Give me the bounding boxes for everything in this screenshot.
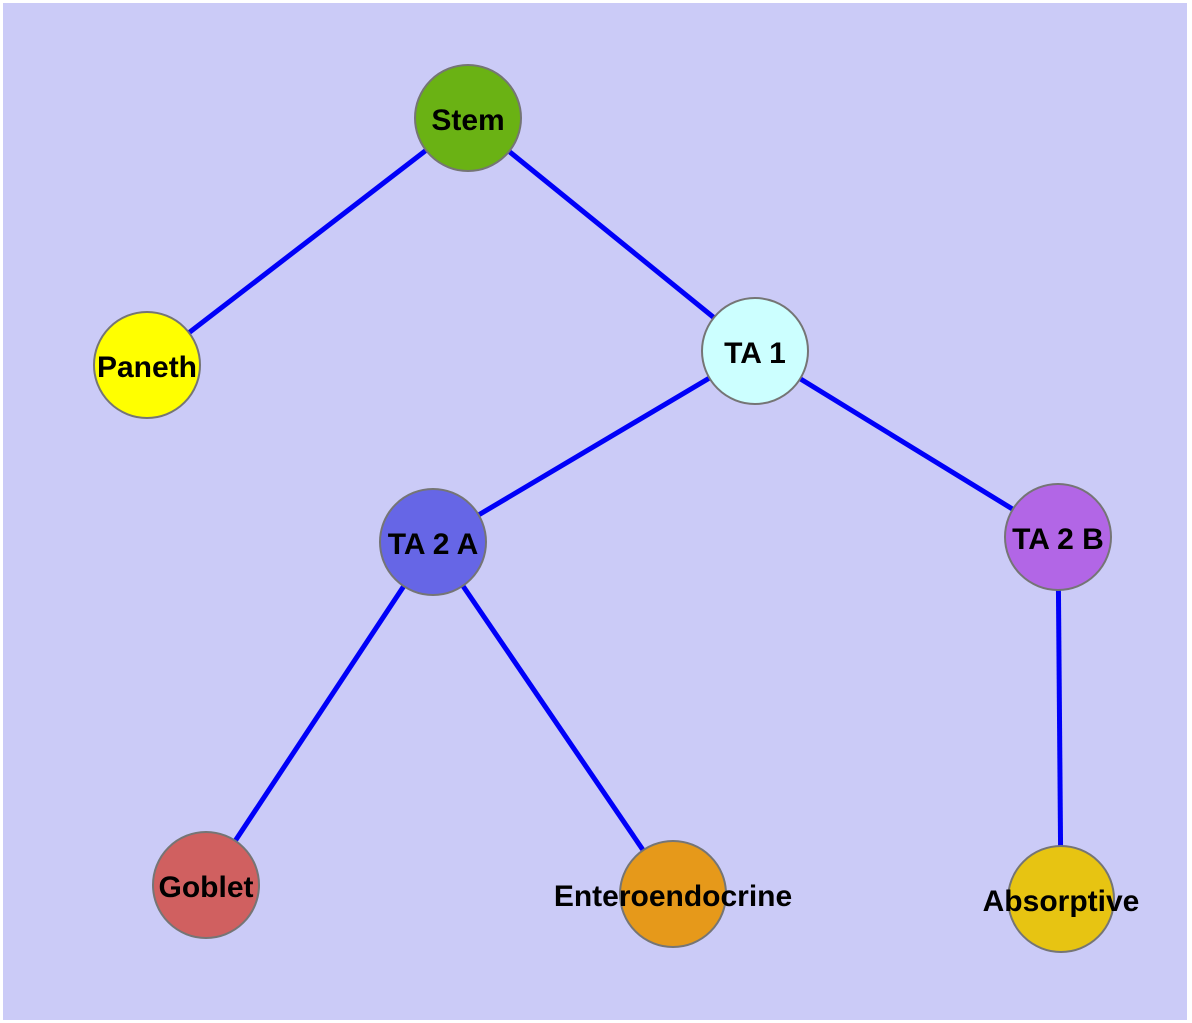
edge-ta2a-goblet (203, 540, 436, 887)
node-ta1 (701, 297, 809, 405)
edge-ta2a-enteroendocrine (430, 540, 676, 896)
node-label-ta2a: TA 2 A (388, 528, 479, 561)
node-label-stem: Stem (431, 104, 504, 137)
node-absorptive (1007, 845, 1115, 953)
node-label-ta1: TA 1 (724, 337, 786, 370)
node-label-absorptive: Absorptive (983, 885, 1140, 918)
edge-ta1-ta2a (431, 348, 757, 545)
edge-stem-ta1 (466, 116, 757, 353)
node-label-ta2b: TA 2 B (1012, 523, 1104, 556)
node-stem (414, 64, 522, 172)
node-paneth (93, 311, 201, 419)
node-ta2a (379, 488, 487, 596)
node-enteroendocrine (619, 840, 727, 948)
node-label-enteroendocrine: Enteroendocrine (554, 880, 792, 913)
node-goblet (152, 831, 260, 939)
node-label-goblet: Goblet (159, 871, 254, 904)
node-ta2b (1004, 483, 1112, 591)
edge-ta2b-absorptive (1055, 536, 1064, 900)
node-label-paneth: Paneth (97, 351, 197, 384)
edge-stem-paneth (145, 116, 470, 367)
edge-ta1-ta2b (753, 348, 1060, 540)
